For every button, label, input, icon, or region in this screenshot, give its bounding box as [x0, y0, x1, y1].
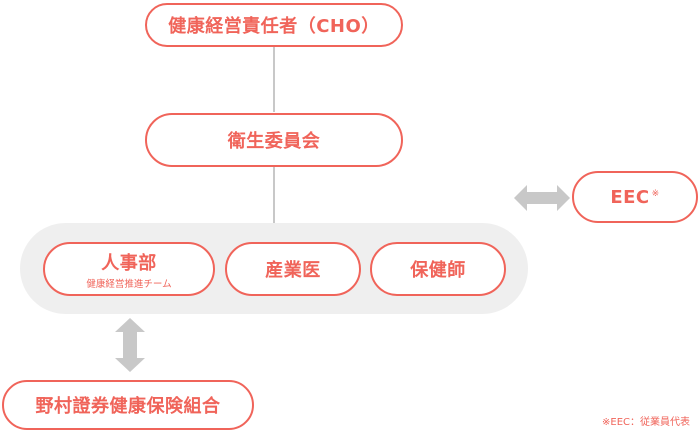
committee-label: 衛生委員会 [227, 131, 321, 152]
nurse-label: 保健師 [410, 260, 466, 281]
connector-committee-group [273, 166, 275, 224]
footnote: ※EEC：従業員代表 [602, 417, 690, 428]
union-node: 野村證券健康保険組合 [2, 380, 254, 430]
hr-sub-label: 健康経営推進チーム [86, 278, 172, 290]
cho-label: 健康経営責任者（CHO） [168, 16, 380, 37]
eec-label-wrap: EEC※ [610, 187, 659, 208]
bidirectional-vertical-arrow-icon [115, 318, 145, 372]
hr-label: 人事部 [101, 252, 157, 274]
hr-node: 人事部 健康経営推進チーム [43, 242, 215, 296]
connector-cho-committee [273, 46, 275, 112]
eec-label: EEC [610, 186, 650, 208]
eec-footnote-mark: ※ [651, 188, 660, 199]
union-label: 野村證券健康保険組合 [35, 396, 221, 417]
committee-node: 衛生委員会 [145, 113, 403, 167]
bidirectional-horizontal-arrow-icon [514, 185, 570, 211]
cho-node: 健康経営責任者（CHO） [145, 3, 403, 47]
doctor-node: 産業医 [225, 242, 361, 296]
doctor-label: 産業医 [265, 260, 321, 281]
eec-node: EEC※ [572, 171, 698, 223]
nurse-node: 保健師 [370, 242, 506, 296]
